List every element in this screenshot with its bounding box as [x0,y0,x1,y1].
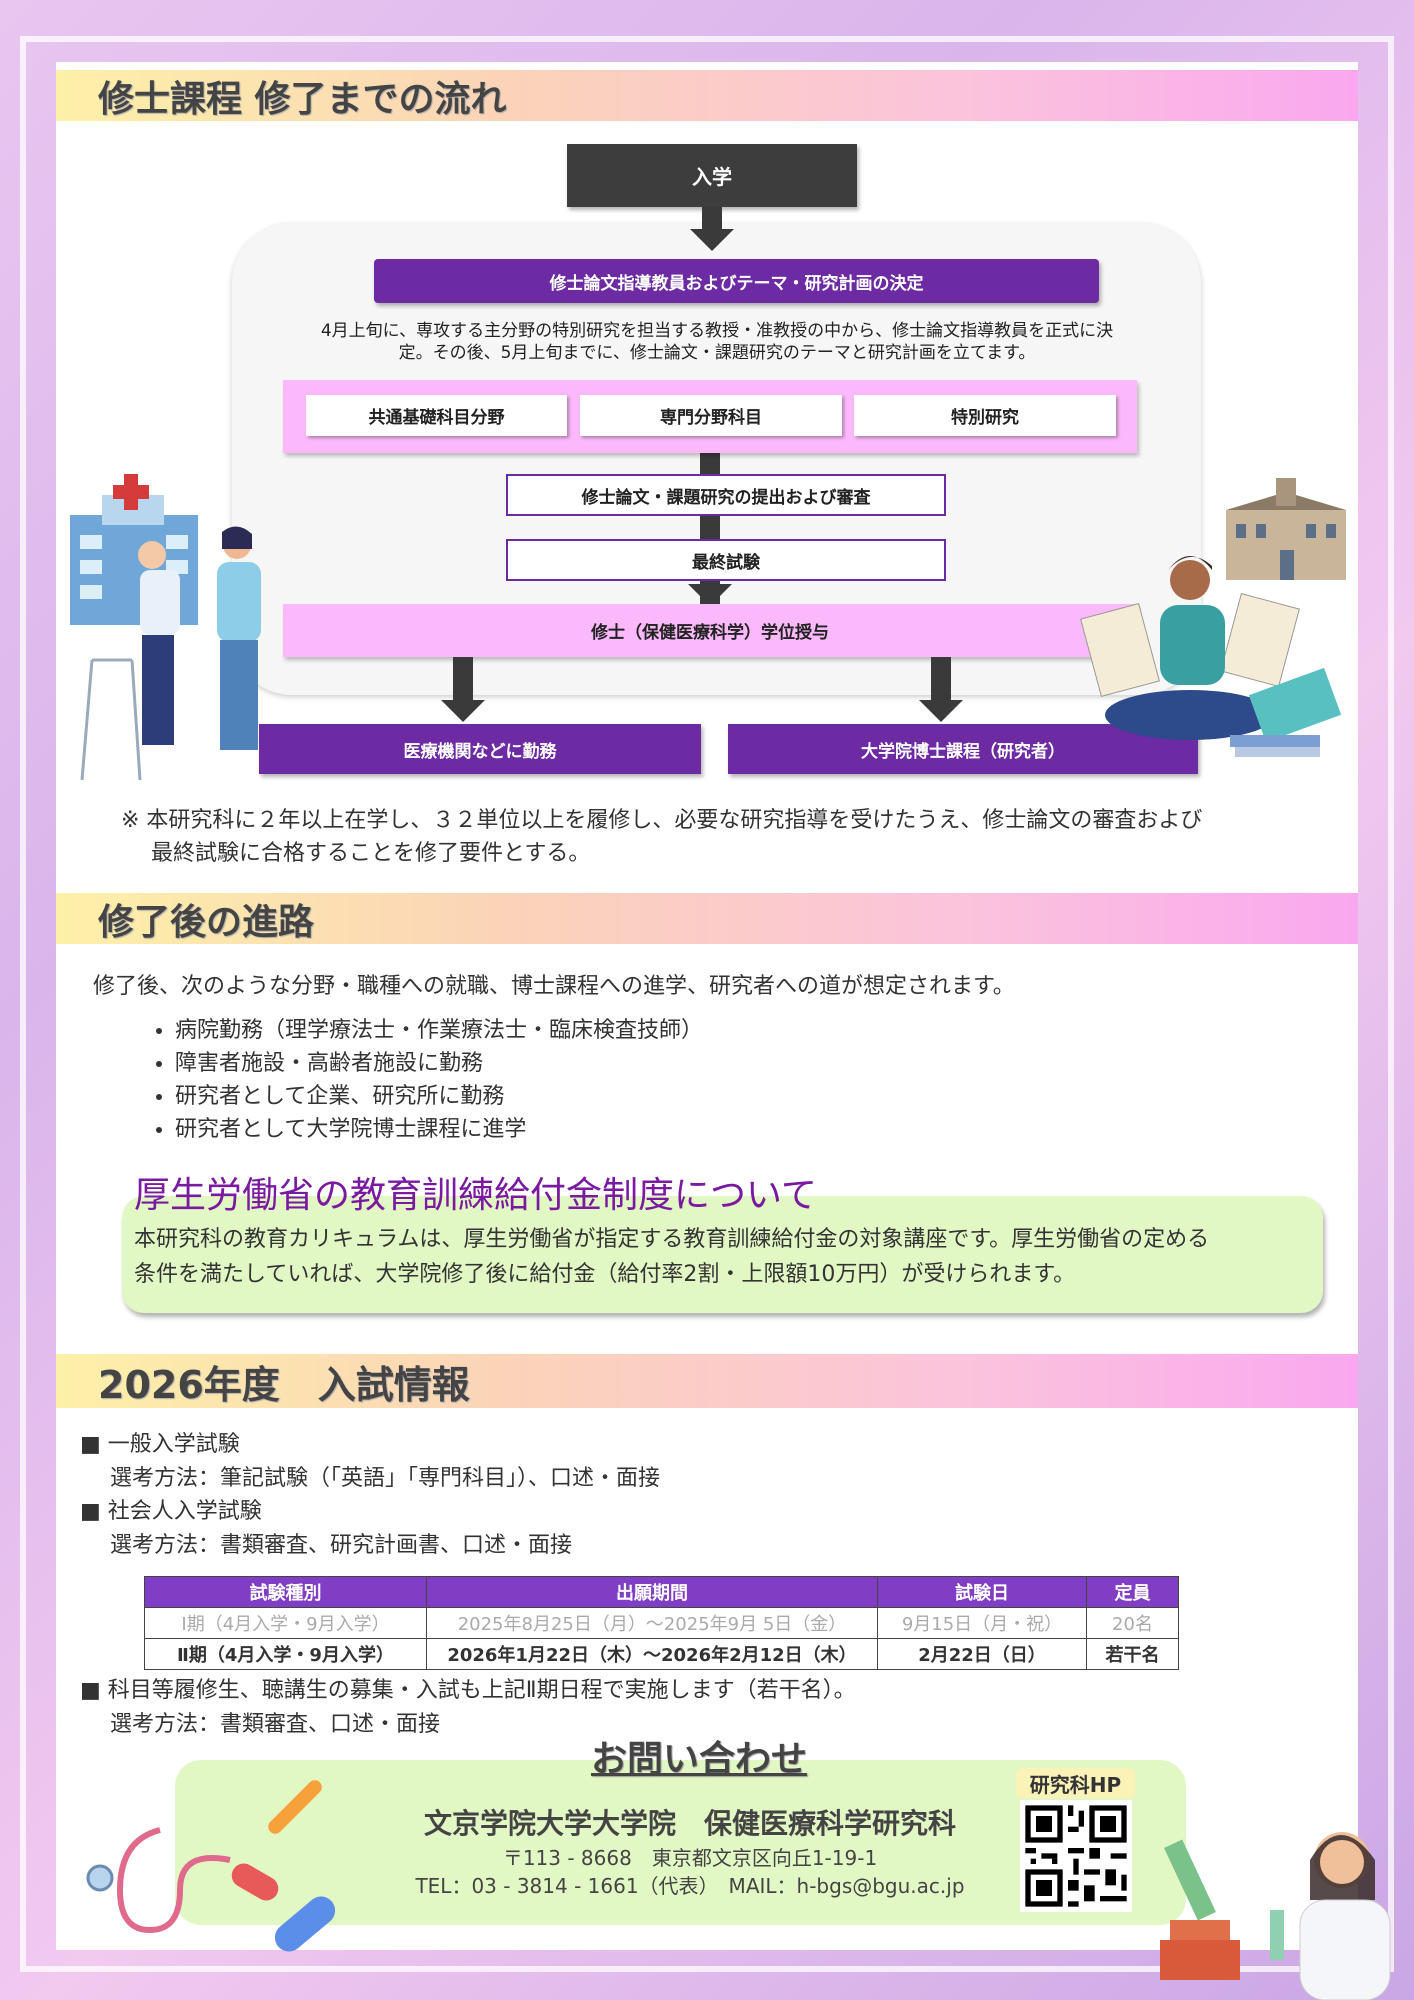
entry-box: 入学 [567,144,857,207]
section-header-admission: 2026年度 入試情報 [56,1354,1358,1408]
admission-info: ■ 一般入学試験 選考方法：筆記試験（「英語」「専門科目」）、口述・面接 ■ 社… [80,1428,660,1562]
career-item: 病院勤務（理学療法士・作業療法士・臨床検査技師） [175,1014,703,1047]
table-cell: 9月15日（月・祝） [877,1607,1087,1639]
career-item: 研究者として企業、研究所に勤務 [175,1080,703,1113]
qr-code-icon[interactable] [1020,1800,1132,1912]
table-cell: Ⅰ期（4月入学・9月入学） [144,1607,427,1639]
career-intro: 修了後、次のような分野・職種への就職、博士課程への進学、研究者への道が想定されま… [93,974,1015,999]
note-line: ※ 本研究科に２年以上在学し、３２単位以上を履修し、必要な研究指導を受けたうえ、… [121,808,1203,833]
step-decide: 修士論文指導教員およびテーマ・研究計画の決定 [374,259,1099,303]
other-students-method: 選考方法：書類審査、口述・面接 [110,1711,441,1737]
description-line: 定。その後、5月上旬までに、修士論文・課題研究のテーマと研究計画を立てます。 [398,343,1036,363]
arrow-stem [453,657,473,701]
benefit-line: 本研究科の教育カリキュラムは、厚生労働省が指定する教育訓練給付金の対象講座です。… [134,1227,1210,1252]
benefit-line: 条件を満たしていれば、大学院修了後に給付金（給付率2割・上限額10万円）が受けら… [134,1262,1076,1287]
step-submit: 修士論文・課題研究の提出および審査 [506,474,946,516]
researcher-microscope-illustration [1160,1832,1391,2000]
course-specialty: 専門分野科目 [580,395,842,436]
column-header: 試験日 [877,1576,1087,1608]
outcome-doctoral: 大学院博士課程（研究者） [728,724,1198,774]
arrow-down-icon [690,229,734,251]
arrow-down-icon [688,584,732,606]
arrow-down-icon [441,700,485,722]
arrow-stem [931,657,951,701]
benefit-text: 本研究科の教育カリキュラムは、厚生労働省が指定する教育訓練給付金の対象講座です。… [134,1222,1209,1292]
column-header: 定員 [1086,1576,1179,1608]
completion-requirement-note: ※ 本研究科に２年以上在学し、３２単位以上を履修し、必要な研究指導を受けたうえ、… [121,804,1202,870]
contact-tel-mail: TEL：03 - 3814 - 1661（代表） MAIL：h-bgs@bgu.… [415,1874,965,1898]
contact-address: 〒113 - 8668 東京都文京区向丘1-19-1 [502,1846,878,1870]
student-building-illustration [1080,478,1346,757]
general-exam-method: 選考方法：筆記試験（「英語」「専門科目」）、口述・面接 [110,1465,661,1491]
medical-items-illustration [86,1780,336,1952]
flow-description: 4月上旬に、専攻する主分野の特別研究を担当する教授・准教授の中から、修士論文指導… [300,320,1134,364]
other-students-heading: ■ 科目等履修生、聴講生の募集・入試も上記Ⅱ期日程で実施します（若干名）。 [80,1678,856,1703]
degree-band: 修士（保健医療科学）学位授与 [283,604,1137,657]
hp-label: 研究科HP [1016,1768,1135,1798]
step-final-exam: 最終試験 [506,539,946,581]
table-cell: 2026年1月22日（木）～2026年2月12日（木） [426,1638,878,1670]
career-item: 障害者施設・高齢者施設に勤務 [175,1047,703,1080]
contact-org: 文京学院大学大学院 保健医療科学研究科 [423,1807,956,1840]
hospital-caregiver-illustration [70,474,261,781]
outcome-medical: 医療機関などに勤務 [259,724,701,774]
section-header-career: 修了後の進路 [56,893,1358,944]
contact-title: お問い合わせ [590,1739,807,1780]
arrow-stem [702,207,722,229]
general-exam-heading: ■ 一般入学試験 [80,1432,240,1457]
working-exam-heading: ■ 社会人入学試験 [80,1499,262,1524]
schedule-table: 試験種別 出願期間 試験日 定員 Ⅰ期（4月入学・9月入学） 2025年8月25… [144,1576,1179,1670]
other-students-info: ■ 科目等履修生、聴講生の募集・入試も上記Ⅱ期日程で実施します（若干名）。 選考… [80,1674,856,1741]
career-item: 研究者として大学院博士課程に進学 [175,1113,703,1146]
benefit-box [122,1196,1323,1313]
table-cell: 2025年8月25日（月）～2025年9月 5日（金） [426,1607,878,1639]
arrow-down-icon [919,700,963,722]
table-row: Ⅱ期（4月入学・9月入学） 2026年1月22日（木）～2026年2月12日（木… [144,1638,1179,1670]
course-common: 共通基礎科目分野 [306,395,567,436]
page-frame [20,36,1394,1972]
note-line: 最終試験に合格することを修了要件とする。 [151,841,591,866]
working-exam-method: 選考方法：書類審査、研究計画書、口述・面接 [110,1532,573,1558]
course-research: 特別研究 [854,395,1116,436]
table-row: Ⅰ期（4月入学・9月入学） 2025年8月25日（月）～2025年9月 5日（金… [144,1607,1179,1639]
table-header-row: 試験種別 出願期間 試験日 定員 [144,1576,1179,1608]
benefit-title: 厚生労働省の教育訓練給付金制度について [134,1175,817,1216]
table-cell: 2月22日（日） [877,1638,1087,1670]
career-list: 病院勤務（理学療法士・作業療法士・臨床検査技師） 障害者施設・高齢者施設に勤務 … [175,1014,703,1146]
section-header-flow: 修士課程 修了までの流れ [56,70,1358,121]
column-header: 出願期間 [426,1576,878,1608]
table-cell: Ⅱ期（4月入学・9月入学） [144,1638,427,1670]
description-line: 4月上旬に、専攻する主分野の特別研究を担当する教授・准教授の中から、修士論文指導… [320,321,1114,341]
table-cell: 20名 [1086,1607,1179,1639]
table-cell: 若干名 [1086,1638,1179,1670]
column-header: 試験種別 [144,1576,427,1608]
